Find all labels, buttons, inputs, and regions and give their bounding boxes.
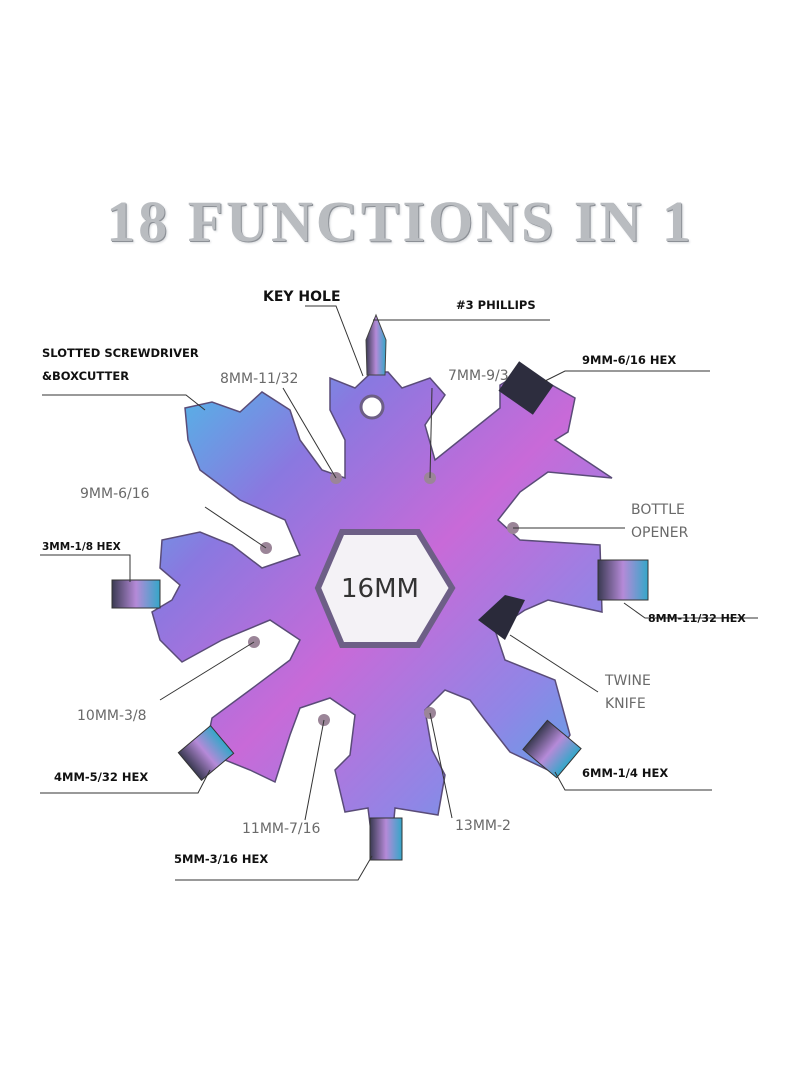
- label-slotted-1: SLOTTED SCREWDRIVER: [42, 346, 199, 360]
- hex-bit-4mm: [177, 725, 235, 781]
- snowflake-tool: [111, 313, 649, 861]
- label-bottle-2: OPENER: [631, 525, 689, 541]
- label-hex-3mm: 3MM-1/8 HEX: [42, 541, 121, 553]
- tool-labels: KEY HOLE #3 PHILLIPS SLOTTED SCREWDRIVER…: [42, 289, 746, 866]
- label-hex-9mm: 9MM-6/16 HEX: [582, 353, 676, 367]
- label-wrench-13mm: 13MM-2: [455, 818, 511, 834]
- label-hex-5mm: 5MM-3/16 HEX: [174, 852, 268, 866]
- label-wrench-11mm: 11MM-7/16: [242, 821, 321, 837]
- hex-bit-9mm: [498, 361, 554, 415]
- label-bottle-1: BOTTLE: [631, 502, 685, 518]
- label-hex-6mm: 6MM-1/4 HEX: [582, 766, 668, 780]
- label-hex-8mm: 8MM-11/32 HEX: [648, 612, 746, 625]
- center-hex-label: 16MM: [341, 574, 419, 604]
- phillips-bit: [365, 313, 387, 376]
- leader-lines: [40, 305, 758, 881]
- page-title: 18 FUNCTIONS IN 1: [106, 189, 694, 254]
- label-wrench-8mm: 8MM-11/32: [220, 371, 298, 387]
- hex-bit-5mm: [369, 817, 403, 861]
- label-twine-2: KNIFE: [605, 696, 646, 712]
- wrench-size-labels: 8MM-11/32 7MM-9/3 9MM-6/16 10MM-3/8 11MM…: [77, 368, 511, 837]
- label-wrench-7mm: 7MM-9/3: [448, 368, 509, 384]
- key-hole: [359, 394, 385, 420]
- twine-knife-slot: [478, 595, 525, 640]
- center-hex-hole: [314, 529, 456, 648]
- hex-bit-6mm: [522, 719, 582, 779]
- label-key-hole: KEY HOLE: [263, 289, 341, 305]
- label-slotted-2: &BOXCUTTER: [42, 369, 129, 383]
- hex-bit-3mm: [111, 579, 161, 609]
- label-wrench-9mm: 9MM-6/16: [80, 486, 150, 502]
- label-twine-1: TWINE: [604, 673, 651, 689]
- hex-bit-8mm: [597, 559, 649, 601]
- label-phillips: #3 PHILLIPS: [456, 298, 536, 312]
- label-wrench-10mm: 10MM-3/8: [77, 708, 147, 724]
- label-hex-4mm: 4MM-5/32 HEX: [54, 770, 148, 784]
